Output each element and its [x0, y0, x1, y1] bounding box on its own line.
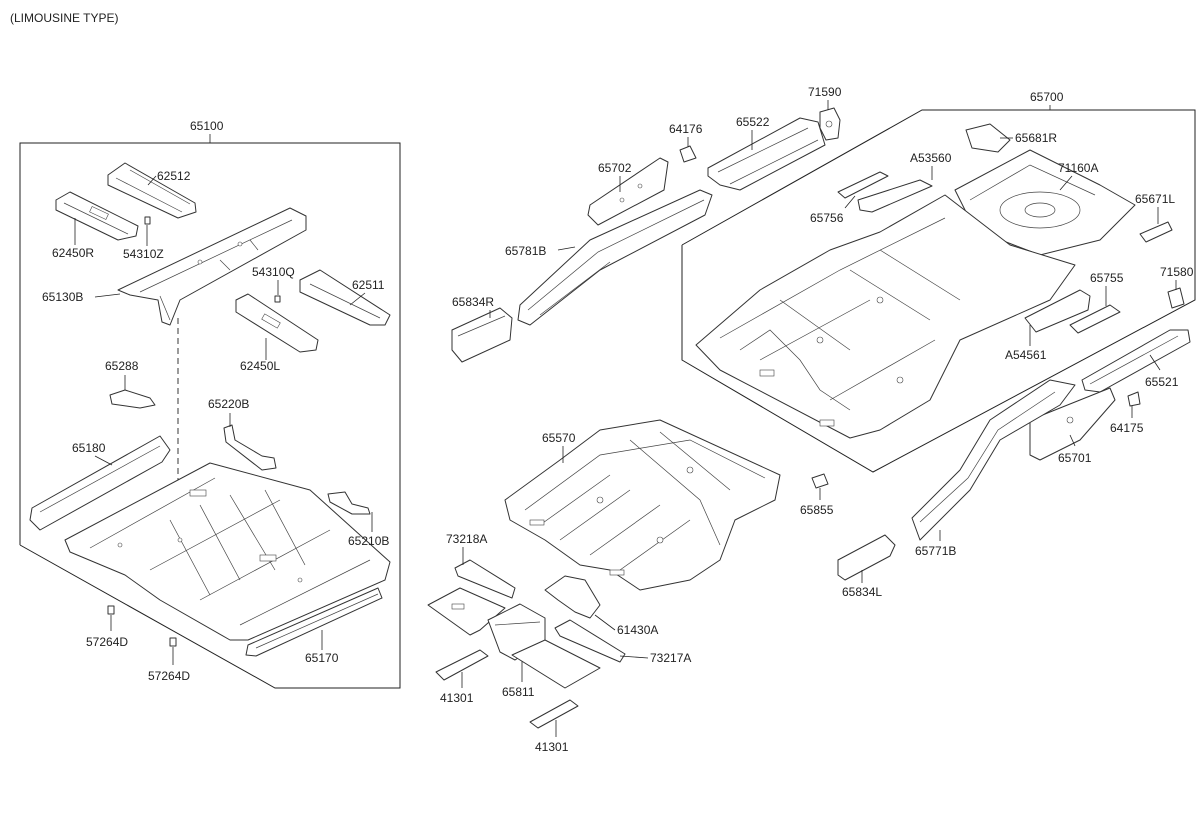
part-73218A — [454, 559, 516, 599]
label-65521: 65521 — [1145, 375, 1179, 389]
label-57264D-a: 57264D — [86, 635, 128, 649]
label-65781B: 65781B — [505, 244, 546, 258]
part-65288 — [109, 389, 156, 409]
label-57264D-b: 57264D — [148, 669, 190, 683]
label-65671L: 65671L — [1135, 192, 1175, 206]
label-65701: 65701 — [1058, 451, 1092, 465]
label-41301-a: 41301 — [440, 691, 474, 705]
part-65681R — [965, 123, 1011, 153]
label-65130B: 65130B — [42, 290, 83, 304]
part-73217A — [554, 619, 626, 663]
part-41301-a — [435, 649, 489, 681]
label-64175: 64175 — [1110, 421, 1144, 435]
part-A54561 — [1024, 289, 1091, 333]
part-65755 — [1069, 304, 1121, 334]
part-62511 — [299, 269, 391, 326]
part-71590 — [819, 107, 841, 141]
label-65288: 65288 — [105, 359, 139, 373]
part-65834L — [837, 534, 896, 581]
part-65781B — [517, 189, 713, 326]
part-65671L — [1139, 221, 1173, 243]
part-71580 — [1167, 287, 1185, 309]
part-65834R — [451, 307, 513, 363]
label-61430A: 61430A — [617, 623, 658, 637]
label-71590: 71590 — [808, 85, 842, 99]
part-65771B — [911, 379, 1076, 541]
label-73217A: 73217A — [650, 651, 691, 665]
part-65855 — [811, 473, 829, 489]
part-57264D-b — [169, 637, 177, 647]
part-41301-b — [529, 699, 579, 729]
part-57264D-a — [107, 605, 115, 615]
part-65756 — [837, 171, 889, 199]
label-65170: 65170 — [305, 651, 339, 665]
label-65702: 65702 — [598, 161, 632, 175]
part-front-floor — [64, 462, 391, 641]
part-65210B — [327, 491, 371, 515]
part-65522 — [707, 117, 826, 191]
group-65700-frame — [681, 109, 1196, 473]
label-65834R: 65834R — [452, 295, 494, 309]
part-54310Z — [144, 216, 151, 225]
part-61430A — [544, 575, 601, 619]
label-65180: 65180 — [72, 441, 106, 455]
label-A53560: A53560 — [910, 151, 952, 165]
label-71580: 71580 — [1160, 265, 1194, 279]
label-65700: 65700 — [1030, 90, 1064, 104]
part-65521 — [1081, 329, 1191, 393]
label-65100: 65100 — [190, 119, 224, 133]
label-73218A: 73218A — [446, 532, 487, 546]
label-65210B: 65210B — [348, 534, 389, 548]
part-65220B — [223, 424, 277, 471]
part-64176 — [679, 145, 697, 163]
part-62512 — [107, 162, 197, 219]
part-64175 — [1127, 391, 1141, 407]
part-65701 — [1029, 387, 1116, 461]
part-floor-piece — [511, 639, 601, 689]
label-65771B: 65771B — [915, 544, 956, 558]
label-71160A: 71160A — [1058, 161, 1098, 175]
group-65100-frame — [19, 142, 401, 689]
part-62450R — [55, 191, 139, 241]
label-62512: 62512 — [157, 169, 191, 183]
label-65811: 65811 — [502, 685, 535, 699]
label-62450R: 62450R — [52, 246, 94, 260]
part-65702 — [587, 157, 669, 226]
part-65180 — [29, 435, 171, 531]
label-65570: 65570 — [542, 431, 576, 445]
label-65220B: 65220B — [208, 397, 249, 411]
label-65755: 65755 — [1090, 271, 1124, 285]
label-62511: 62511 — [352, 278, 385, 292]
part-65570 — [504, 419, 781, 591]
part-rear-floor — [695, 194, 1076, 439]
label-A54561: A54561 — [1005, 348, 1047, 362]
label-64176: 64176 — [669, 122, 703, 136]
label-65756: 65756 — [810, 211, 844, 225]
label-62450L: 62450L — [240, 359, 280, 373]
label-54310Q: 54310Q — [252, 265, 295, 279]
label-65855: 65855 — [800, 503, 834, 517]
label-41301-b: 41301 — [535, 740, 569, 754]
label-65681R: 65681R — [1015, 131, 1057, 145]
part-65130B — [117, 207, 307, 326]
label-65522: 65522 — [736, 115, 770, 129]
label-54310Z: 54310Z — [123, 247, 164, 261]
part-62450L — [235, 293, 319, 353]
part-54310Q — [274, 295, 281, 303]
part-65170 — [245, 587, 383, 657]
label-65834L: 65834L — [842, 585, 882, 599]
part-A53560 — [857, 179, 933, 213]
diagram-title: (LIMOUSINE TYPE) — [10, 11, 118, 25]
